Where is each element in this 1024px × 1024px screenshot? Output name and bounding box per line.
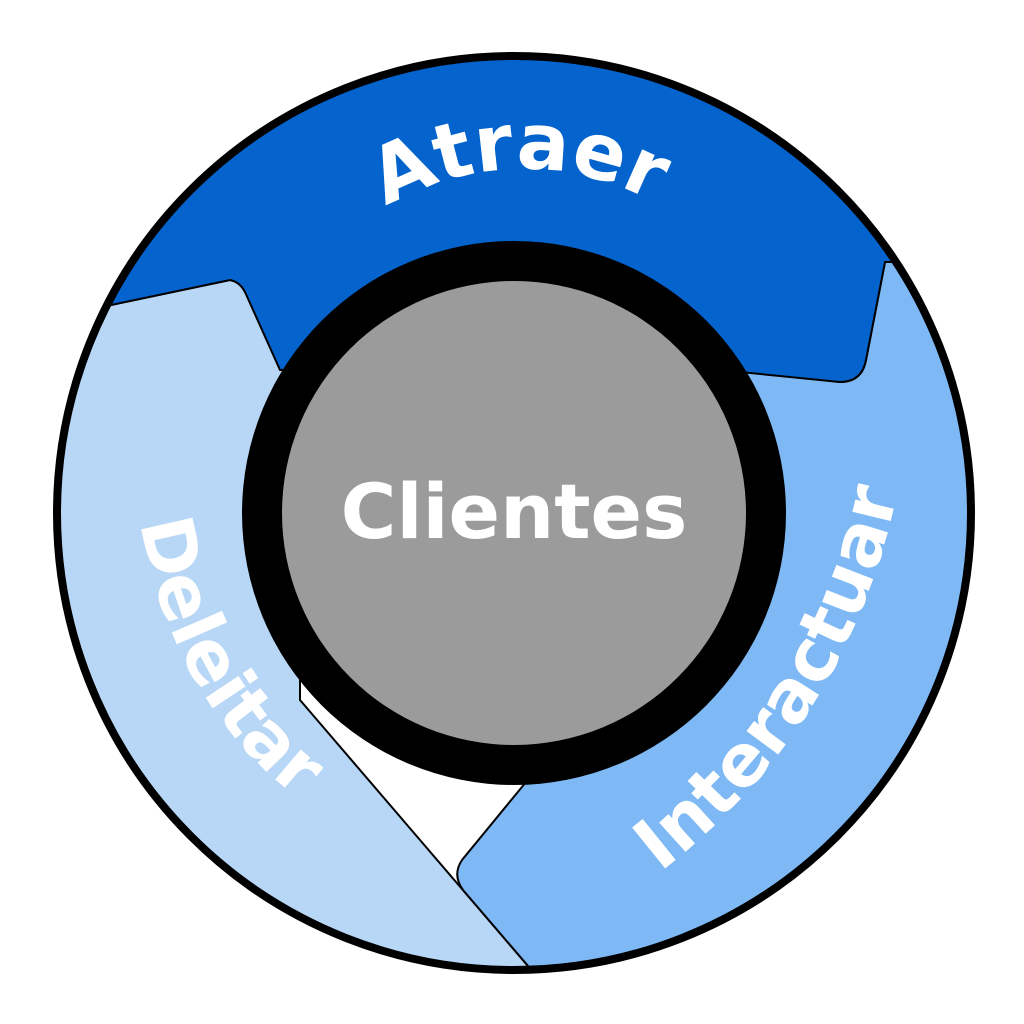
- hub-center: [282, 281, 746, 745]
- center-label: Clientes: [341, 467, 688, 556]
- outer-outline: [53, 52, 975, 974]
